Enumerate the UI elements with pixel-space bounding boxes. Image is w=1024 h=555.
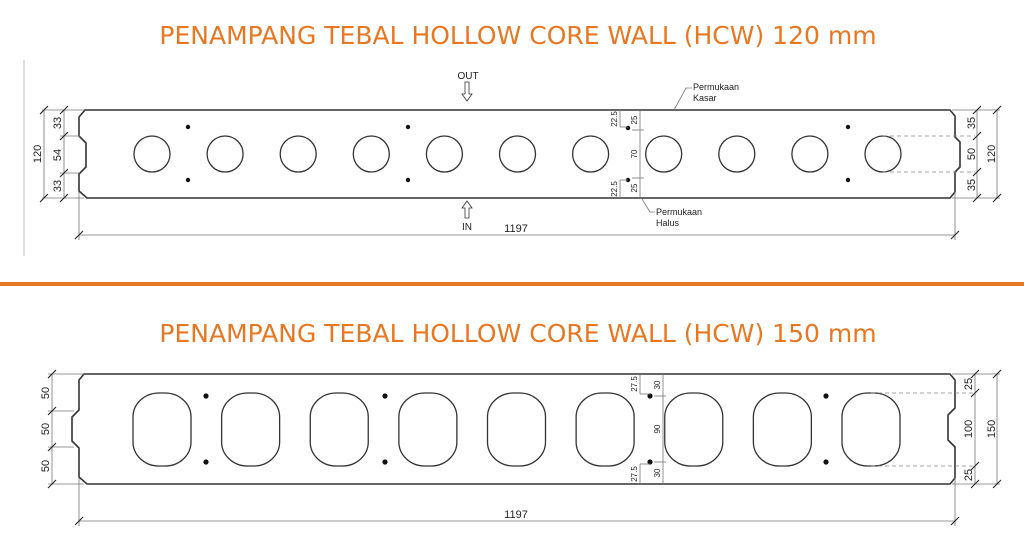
hollow-core — [309, 392, 369, 467]
joint-dims-150: 27.5 30 90 30 27.5 — [630, 374, 666, 484]
dim-text: 50 — [966, 148, 978, 160]
dim-text: 27.5 — [630, 376, 639, 392]
joint-dims-120: 22.5 25 70 25 22.5 — [610, 110, 644, 198]
dim-text: 22.5 — [610, 111, 619, 127]
hollow-core — [645, 135, 683, 173]
hollow-core — [791, 135, 829, 173]
rebar-dot — [405, 177, 411, 183]
rough-surface-label: Permukaan — [693, 82, 739, 92]
dim-text: 30 — [653, 380, 662, 389]
rough-surface-label: Kasar — [693, 93, 717, 103]
dim-text: 33 — [52, 180, 64, 192]
rebar-dot — [382, 393, 388, 399]
rebar-dot — [823, 459, 829, 465]
dim-text: 35 — [966, 117, 978, 129]
right-dims-150: 25 100 25 150 — [871, 369, 1002, 489]
rebar-dot — [203, 393, 209, 399]
in-label: IN — [462, 222, 472, 233]
dim-text: 35 — [966, 179, 978, 191]
rebar-dot — [185, 177, 191, 183]
dim-text: 50 — [40, 423, 52, 435]
dim-text: 33 — [52, 117, 64, 129]
section-divider — [0, 282, 1024, 286]
dim-text: 70 — [630, 149, 639, 158]
hollow-core — [279, 135, 317, 173]
reinforcement-dots-150 — [203, 393, 829, 465]
dim-text: 30 — [653, 468, 662, 477]
out-label: OUT — [457, 71, 478, 82]
title-hcw-150: PENAMPANG TEBAL HOLLOW CORE WALL (HCW) 1… — [159, 319, 876, 348]
hollow-core — [718, 135, 756, 173]
leader-line — [641, 198, 655, 213]
dim-text: 22.5 — [610, 181, 619, 197]
dim-text: 25 — [963, 378, 975, 390]
width-dim-120: 1197 — [74, 192, 960, 240]
rebar-dot — [405, 124, 411, 130]
dim-text: 27.5 — [630, 466, 639, 482]
hollow-core — [206, 135, 244, 173]
dim-text: 120 — [986, 145, 998, 163]
slab-120-outline — [78, 109, 961, 199]
dim-text: 1197 — [504, 223, 528, 235]
dim-text: 1197 — [504, 509, 528, 521]
reinforcement-dots-120 — [185, 124, 851, 183]
dim-text: 50 — [40, 460, 52, 472]
hollow-core — [220, 392, 281, 467]
slab-150-outline — [71, 373, 956, 485]
arrow-up-icon — [461, 200, 473, 219]
smooth-surface-label: Permukaan — [656, 207, 702, 217]
rebar-dot — [647, 393, 653, 399]
dim-text: 120 — [32, 145, 44, 163]
hollow-core — [486, 392, 547, 467]
right-dims-120: 35 50 35 120 — [883, 105, 1002, 203]
hollow-core — [425, 135, 464, 173]
hollow-core — [133, 135, 171, 173]
hollow-core — [571, 135, 610, 173]
rebar-dot — [845, 124, 851, 130]
dim-text: 50 — [40, 387, 52, 399]
title-hcw-120: PENAMPANG TEBAL HOLLOW CORE WALL (HCW) 1… — [159, 21, 876, 50]
hollow-core — [752, 392, 813, 467]
hollow-core — [575, 392, 635, 467]
dim-text: 90 — [653, 424, 662, 433]
holes-120 — [133, 135, 902, 173]
width-dim-150: 1197 — [74, 478, 960, 526]
smooth-surface-label: Halus — [656, 218, 680, 228]
left-dims-150: 50 50 50 — [40, 369, 84, 489]
holes-150 — [132, 392, 901, 467]
hollow-core — [398, 392, 458, 467]
rebar-dot — [382, 459, 388, 465]
hollow-core — [664, 392, 724, 467]
rebar-dot — [647, 459, 653, 465]
dim-text: 54 — [52, 149, 64, 161]
hollow-core — [132, 392, 192, 467]
leader-line — [673, 87, 692, 111]
rebar-dot — [625, 125, 631, 131]
hollow-core — [498, 135, 537, 173]
left-dims-120: 120 33 54 33 — [32, 105, 84, 203]
arrow-down-icon — [461, 81, 473, 102]
rebar-dot — [185, 124, 191, 130]
dim-text: 150 — [986, 420, 998, 438]
dim-text: 25 — [630, 183, 639, 192]
hollow-core — [352, 135, 390, 173]
rebar-dot — [845, 177, 851, 183]
dim-text: 25 — [963, 469, 975, 481]
dim-text: 100 — [963, 420, 975, 438]
dim-text: 25 — [630, 115, 639, 124]
rebar-dot — [823, 393, 829, 399]
rebar-dot — [203, 459, 209, 465]
